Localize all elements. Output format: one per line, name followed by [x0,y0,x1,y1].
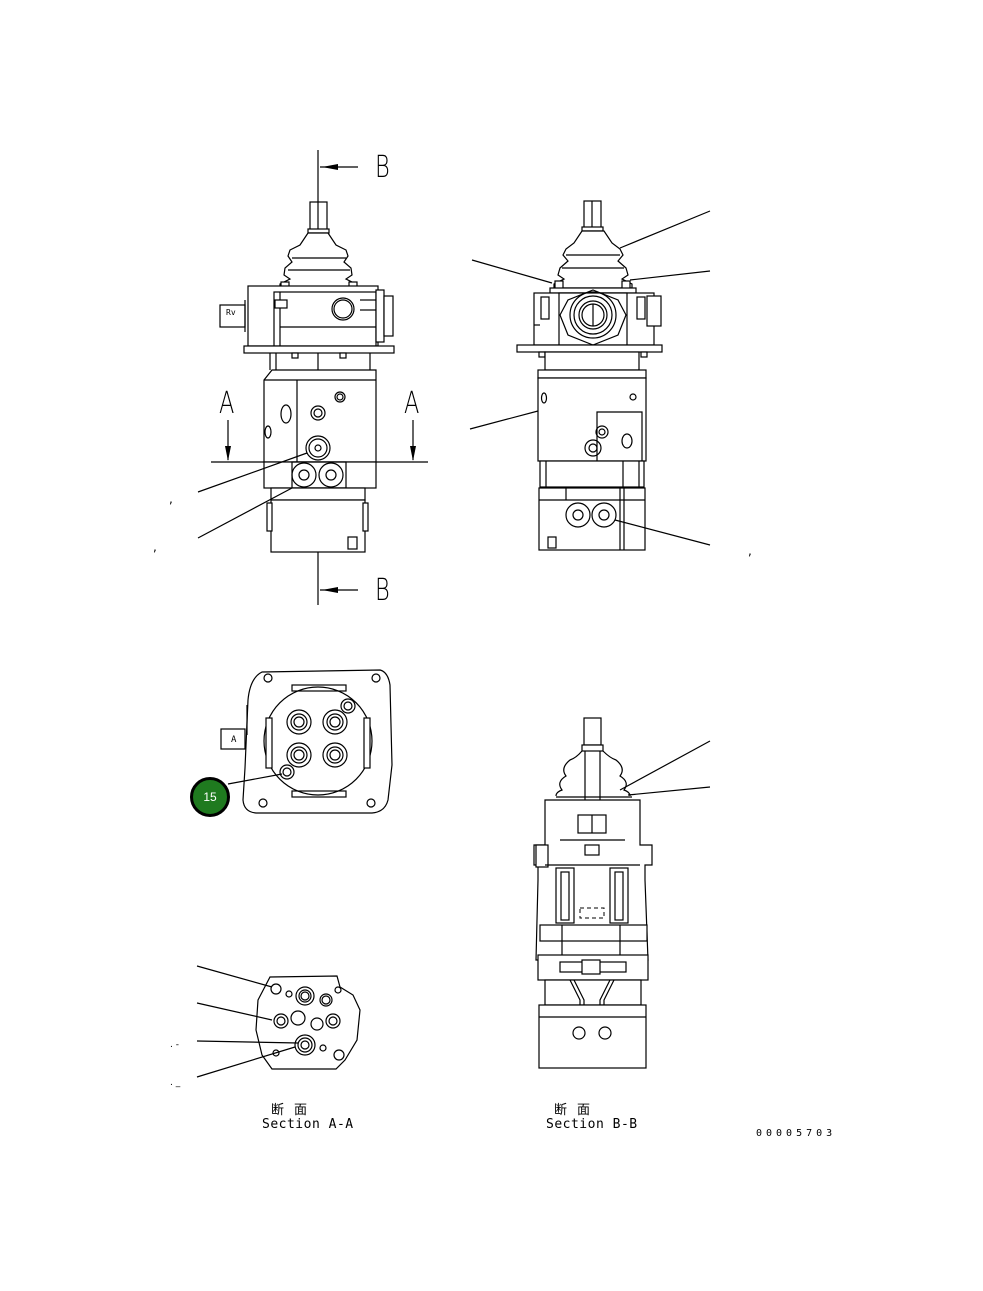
callout-number: 15 [203,790,217,804]
section-a-view [196,965,361,1078]
section-b-title-en: Section B-B [546,1117,638,1132]
section-a-title-jp: 断面 [271,1103,318,1118]
front-view [197,150,428,605]
stray-comma-1: , [169,492,173,506]
section-mark-a-right: A [404,386,420,421]
drawing-number: 00005703 [756,1128,837,1139]
stray-dash-1: . - [170,1040,179,1050]
stray-dash-2: . _ [170,1078,181,1088]
section-b-title-jp: 断面 [554,1103,601,1118]
section-mark-b-top: B [375,150,390,185]
bottom-view [220,669,393,814]
stray-comma-2: , [153,540,157,554]
bottom-port-label: A [231,735,237,745]
section-mark-b-bottom: B [375,573,390,608]
section-a-title-en: Section A-A [262,1117,354,1132]
section-mark-a-left: A [219,386,235,421]
callout-badge[interactable]: 15 [190,777,230,817]
section-b-view [533,717,711,1069]
front-port-label: Rv [226,308,236,317]
stray-comma-3: , [748,544,752,558]
side-view [469,200,711,551]
